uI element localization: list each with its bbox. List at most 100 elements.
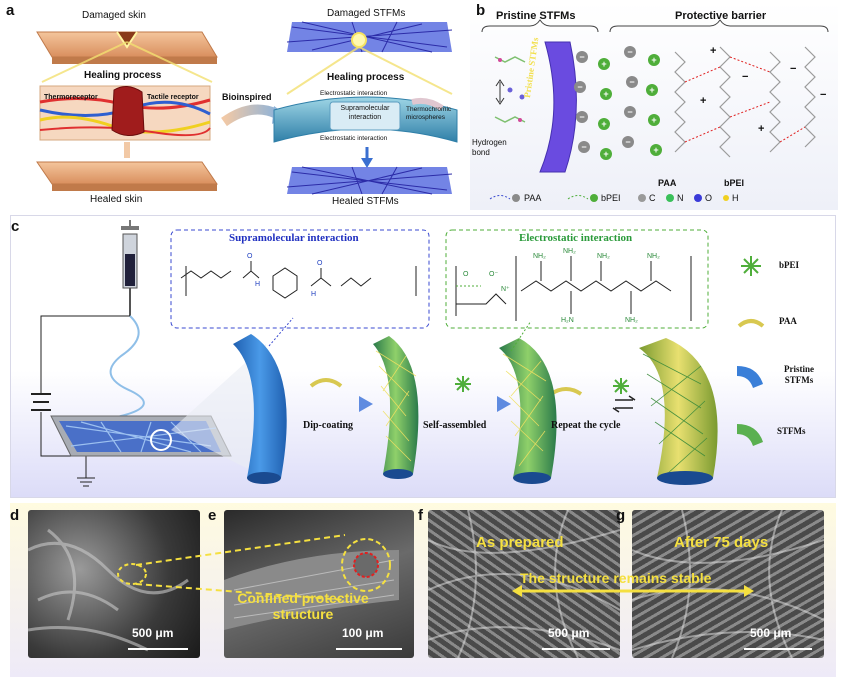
panel-b-illustration: −−−− ++++ −−−− ++++ +−+−+− [481, 19, 829, 202]
panel-c-illustration: O O H H O O⁻ N⁺ NH₂ NH₂ NH₂ NH₂ H₂N NH₂ [31, 220, 765, 487]
svg-text:+: + [601, 59, 606, 69]
svg-text:+: + [603, 149, 608, 159]
pristine-stfms-title: Pristine STFMs [496, 10, 576, 22]
svg-text:NH₂: NH₂ [625, 317, 638, 324]
panel-d-label: d [10, 507, 20, 524]
svg-text:−: − [577, 82, 582, 92]
panel-e-label: e [208, 507, 217, 524]
svg-text:O: O [317, 260, 323, 267]
svg-text:−: − [581, 142, 586, 152]
bioinspired-label: Bioinspired [222, 92, 272, 102]
svg-text:+: + [758, 123, 764, 135]
damaged-stfms-title: Damaged STFMs [327, 8, 406, 19]
svg-text:H: H [311, 291, 316, 298]
scalebar-f [542, 648, 610, 650]
panel-a: a Damaged skin Healing process Thermorec… [2, 2, 464, 210]
confined-text: Confined protective structure [237, 590, 369, 622]
legend-o: O [705, 193, 713, 203]
paa-label: PAA [658, 178, 677, 188]
svg-text:−: − [629, 77, 634, 87]
thermoreceptor-label: Thermoreceptor [44, 94, 98, 101]
svg-text:−: − [627, 107, 632, 117]
confined-caption: Confined protective structure [228, 590, 378, 622]
panel-a-label: a [6, 2, 15, 19]
panel-c: O O H H O O⁻ N⁺ NH₂ NH₂ NH₂ NH₂ H₂N NH₂ [10, 215, 836, 498]
svg-text:NH₂: NH₂ [647, 253, 660, 260]
panel-b-label: b [476, 2, 486, 19]
supra-text: Supramolecular interaction [340, 105, 390, 121]
electrostatic-top-label: Electrostatic interaction [320, 90, 388, 97]
supramolecular-box-label: Supramolecular interaction [333, 104, 397, 122]
legend-stfms-c: STFMs [777, 426, 806, 436]
panel-b: −−−− ++++ −−−− ++++ +−+−+− [470, 2, 838, 210]
scale-text-g: 500 μm [750, 626, 792, 640]
svg-text:−: − [579, 112, 584, 122]
svg-text:−: − [820, 89, 826, 101]
pristine-text: Pristine STFMs [784, 364, 814, 385]
svg-text:H₂N: H₂N [561, 317, 574, 324]
scale-text-d: 500 μm [132, 626, 174, 640]
legend-n: N [677, 193, 684, 203]
sem-image-e: Confined protective structure 100 μm [224, 510, 414, 658]
legend-paa: PAA [524, 193, 542, 203]
legend-h: H [732, 193, 739, 203]
after-75-days-caption: After 75 days [674, 534, 769, 551]
svg-text:−: − [625, 137, 630, 147]
thermochromic-label: Thermochromic microspheres [406, 106, 458, 122]
svg-text:+: + [649, 85, 654, 95]
healed-skin-title: Healed skin [90, 194, 143, 205]
svg-text:NH₂: NH₂ [533, 253, 546, 260]
healing-process-left: Healing process [84, 70, 162, 81]
bpei-label: bPEI [724, 178, 745, 188]
step-repeat-cycle: Repeat the cycle [551, 420, 621, 431]
svg-text:+: + [651, 55, 656, 65]
svg-text:+: + [710, 45, 716, 57]
legend-paa-c: PAA [779, 316, 797, 326]
as-prepared-caption: As prepared [476, 534, 564, 551]
thermo-text: Thermochromic microspheres [406, 106, 452, 121]
svg-text:−: − [742, 71, 748, 83]
hydrogen-bond-label: Hydrogen bond [472, 138, 516, 158]
svg-text:+: + [651, 115, 656, 125]
svg-text:O: O [247, 253, 253, 260]
sem-d-texture [28, 528, 189, 652]
svg-text:NH₂: NH₂ [563, 248, 576, 255]
tactile-receptor-label: Tactile receptor [147, 94, 199, 101]
svg-text:−: − [579, 52, 584, 62]
scalebar-g [744, 648, 812, 650]
svg-text:N⁺: N⁺ [501, 286, 510, 293]
scale-text-e: 100 μm [342, 626, 384, 640]
svg-text:+: + [601, 119, 606, 129]
healing-process-right: Healing process [327, 72, 405, 83]
svg-text:O⁻: O⁻ [489, 271, 498, 278]
legend-pristine-c: Pristine STFMs [775, 364, 823, 386]
scale-text-f: 500 μm [548, 626, 590, 640]
step-dip-coating: Dip-coating [303, 420, 353, 431]
panel-a-illustration [36, 21, 458, 195]
svg-text:H: H [255, 281, 260, 288]
svg-text:NH₂: NH₂ [597, 253, 610, 260]
svg-text:O: O [463, 271, 469, 278]
svg-text:+: + [700, 95, 706, 107]
scalebar-d [128, 648, 188, 650]
electrostatic-title: Electrostatic interaction [519, 232, 633, 244]
svg-text:+: + [653, 145, 658, 155]
scalebar-e [336, 648, 402, 650]
step-self-assembled: Self-assembled [423, 420, 487, 431]
sem-image-f: As prepared 500 μm [428, 510, 620, 658]
legend-c: C [649, 193, 656, 203]
legend-bpei-c: bPEI [779, 260, 800, 270]
sem-f-texture [428, 510, 620, 658]
panel-g-label: g [616, 507, 626, 524]
sem-image-d: 500 μm [28, 510, 200, 658]
protective-barrier-title: Protective barrier [675, 10, 767, 22]
legend-bpei: bPEI [601, 193, 621, 203]
panel-c-label: c [11, 218, 20, 235]
hbond-text: Hydrogen bond [472, 138, 507, 157]
svg-text:−: − [790, 63, 796, 75]
sem-e-texture [224, 538, 399, 630]
electrostatic-bottom-label: Electrostatic interaction [320, 135, 388, 142]
damaged-skin-title: Damaged skin [82, 10, 146, 21]
svg-text:+: + [603, 89, 608, 99]
structure-stable-caption: The structure remains stable [520, 570, 712, 586]
